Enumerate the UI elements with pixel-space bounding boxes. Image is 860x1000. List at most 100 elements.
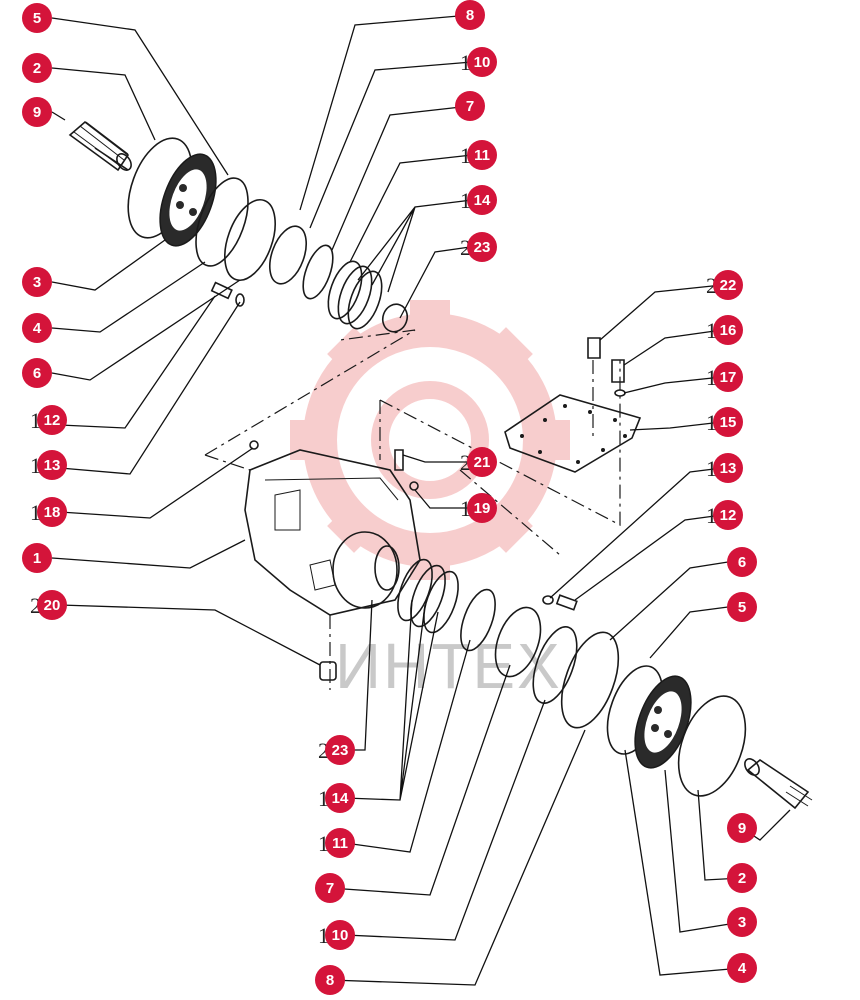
callout-badge: 5: [22, 3, 52, 33]
upper-friction-disc: [159, 153, 217, 247]
callout-circle: [325, 828, 355, 858]
callout-number: 14: [332, 790, 349, 807]
watermark-text: ИНТЕХ: [335, 630, 562, 702]
callout-badge: 9: [727, 813, 757, 843]
leader-lines: [51, 14, 791, 986]
callout-number: 5: [738, 599, 746, 616]
callout-number: 10: [474, 54, 491, 71]
callout-number: 12: [720, 507, 737, 524]
fill-plug: [611, 359, 625, 383]
callout-number: 3: [738, 914, 746, 931]
callout-number: 21: [474, 454, 491, 471]
callout-ghost-digit: 1: [318, 831, 329, 856]
callout-circle: [22, 3, 52, 33]
callout-circle: [727, 863, 757, 893]
callout-ghost-digit: 1: [460, 50, 471, 75]
callout-ghost-digit: 2: [706, 273, 717, 298]
lower-piston-ring: [532, 626, 578, 704]
callout-ghost-digit: 1: [318, 786, 329, 811]
lower-cover-plate: [677, 695, 747, 797]
callout-circle: [727, 592, 757, 622]
callout-circle: [455, 91, 485, 121]
callout-badge: 6: [22, 358, 52, 388]
callout-badge: 3: [727, 907, 757, 937]
lower-shaft-assembly: [397, 558, 813, 810]
watermark-gear-icon: [290, 300, 570, 580]
callout-number: 11: [474, 147, 490, 164]
callout-number: 12: [44, 412, 61, 429]
callout-circle: [22, 53, 52, 83]
callout-circle: [455, 0, 485, 30]
callout-number: 4: [33, 320, 42, 337]
callout-ghost-digit: 1: [706, 365, 717, 390]
callout-circle: [22, 97, 52, 127]
callout-badge: 2: [727, 863, 757, 893]
callout-ghost-digit: 2: [460, 235, 471, 260]
upper-spring-stack: [327, 260, 383, 330]
callout-number: 19: [474, 500, 491, 517]
callout-circle: [22, 267, 52, 297]
callout-circle: [727, 953, 757, 983]
callout-ghost-digit: 1: [460, 188, 471, 213]
callout-number: 2: [738, 870, 746, 887]
callout-number: 17: [720, 369, 737, 386]
upper-pressure-plate: [195, 177, 249, 267]
callout-badge: 8: [315, 965, 345, 995]
callout-badge: 4: [727, 953, 757, 983]
callout-number: 11: [332, 835, 348, 852]
lower-bolt-and-washer: [542, 594, 578, 611]
callout-circle: [713, 362, 743, 392]
callout-ghost-digit: 2: [318, 738, 329, 763]
callout-number: 22: [720, 277, 737, 294]
callout-circle: [315, 873, 345, 903]
callout-circle: [325, 920, 355, 950]
callout-ghost-digit: 1: [318, 923, 329, 948]
callout-circle: [37, 405, 67, 435]
callout-number: 14: [474, 192, 491, 209]
callout-badge: 7: [455, 91, 485, 121]
callout-ghost-digit: 1: [706, 318, 717, 343]
callout-badge: 4: [22, 313, 52, 343]
callout-circle: [727, 907, 757, 937]
callout-number: 18: [44, 504, 61, 521]
upper-piston: [224, 199, 276, 281]
callout-circle: [37, 590, 67, 620]
callout-number: 16: [720, 322, 737, 339]
callout-circle: [713, 407, 743, 437]
center-lines: [204, 329, 621, 690]
callout-circle: [22, 313, 52, 343]
callout-badge: 7: [315, 873, 345, 903]
callout-number: 2: [33, 60, 41, 77]
callout-badge: 9: [22, 97, 52, 127]
lower-splined-shaft: [744, 758, 813, 810]
callout-circle: [37, 450, 67, 480]
callout-number: 23: [332, 742, 349, 759]
housing-small-plug: [249, 440, 259, 450]
callout-ghost-digit: 1: [706, 503, 717, 528]
callout-ghost-digit: 2: [460, 450, 471, 475]
callout-circle: [467, 493, 497, 523]
callout-circle: [467, 47, 497, 77]
callout-badge: 3: [22, 267, 52, 297]
plug-washer: [614, 389, 626, 397]
callout-ghost-digit: 2: [30, 593, 41, 618]
callout-ghost-digit: 1: [706, 410, 717, 435]
callout-badge: 8: [455, 0, 485, 30]
callout-number: 1: [33, 550, 41, 567]
callout-number: 5: [33, 10, 41, 27]
